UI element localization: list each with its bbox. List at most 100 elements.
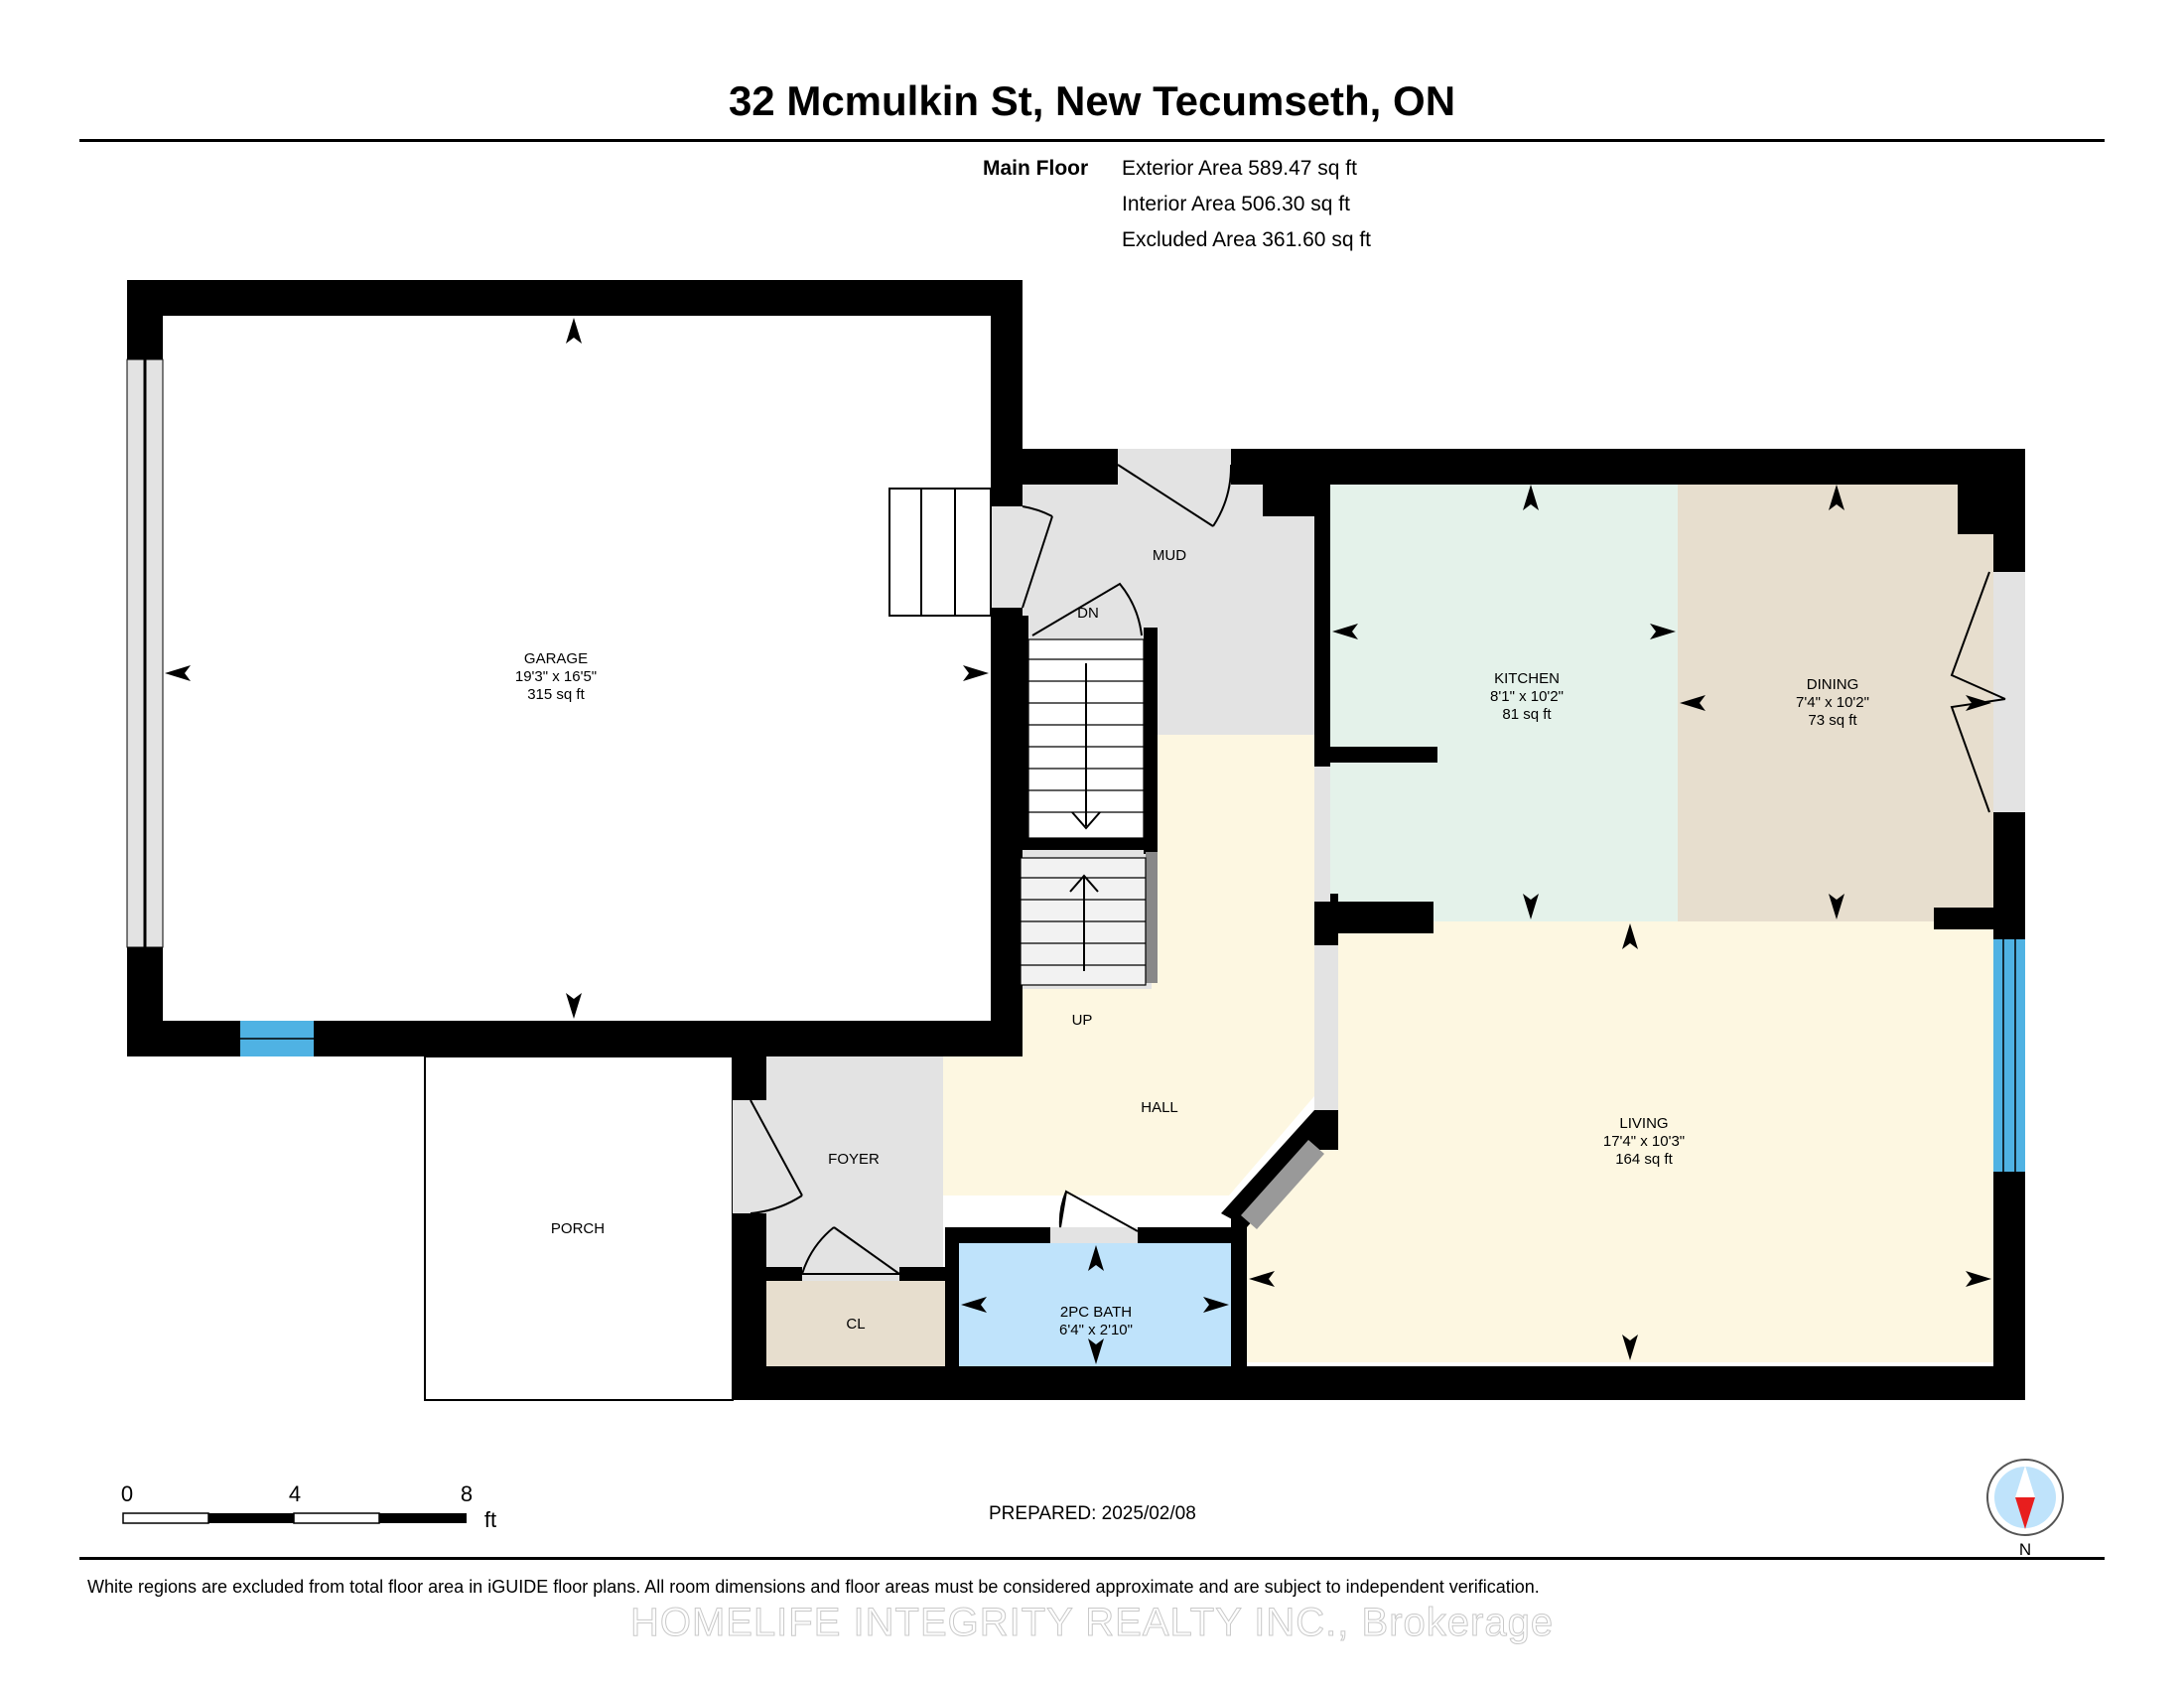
wall-right-mid (1993, 812, 2025, 939)
mud-name: MUD (1153, 547, 1186, 564)
scale-seg-3 (293, 1512, 380, 1524)
compass: N (1986, 1459, 2064, 1559)
bath-arrow-right (1203, 1297, 1229, 1313)
compass-needle-north (2015, 1497, 2035, 1529)
living-area: 164 sq ft (1615, 1151, 1673, 1168)
wall-stairs-mid (1017, 838, 1158, 850)
dining-arrow-right (1966, 695, 1991, 711)
exterior-area: Exterior Area 589.47 sq ft (1122, 157, 1357, 180)
bath-arrow-left (961, 1297, 987, 1313)
hall-angled-opening (1241, 1140, 1324, 1229)
dining-arrow-up (1829, 485, 1844, 510)
foyer-door (750, 1099, 803, 1214)
closet-floor (766, 1281, 945, 1366)
disclaimer: White regions are excluded from total fl… (87, 1577, 1540, 1597)
wall-garage-top (127, 280, 1023, 316)
mud-top-door (1117, 464, 1233, 527)
kitchen-arrow-left (1332, 624, 1358, 639)
kitchen-floor (1330, 485, 1678, 921)
porch-outline (424, 1055, 734, 1401)
wall-bath-left (945, 1227, 959, 1366)
garage-steps-outline (888, 488, 992, 617)
wall-mud-top (1023, 449, 1118, 485)
wall-closet-top-left (766, 1267, 802, 1281)
stairs-down-label: DN (1077, 605, 1099, 622)
dining-right-door-opening (1993, 572, 2025, 812)
footer-rule (79, 1557, 2105, 1560)
closet-door (801, 1226, 900, 1275)
stair-up-arrowhead (1069, 874, 1099, 893)
foyer-floor (766, 1055, 943, 1273)
wall-garage-right (991, 280, 1023, 506)
garage-arrow-up (566, 318, 582, 344)
scale-tick-0: 0 (121, 1481, 133, 1506)
compass-label: N (2019, 1540, 2031, 1559)
bath-arrow-down (1088, 1338, 1104, 1364)
scale-seg-1 (122, 1512, 209, 1524)
excluded-area: Excluded Area 361.60 sq ft (1122, 228, 1372, 251)
scale-seg-4 (379, 1513, 467, 1523)
room-labels: GARAGE 19'3" x 16'5" 315 sq ft MUD DN UP… (515, 547, 1869, 1338)
scale-unit: ft (484, 1507, 496, 1532)
living-floor (1247, 921, 1993, 1362)
hall-floor (943, 735, 1314, 1196)
bath-arrow-up (1088, 1245, 1104, 1271)
living-arrow-down (1622, 1335, 1638, 1360)
kitchen-arrow-down (1523, 894, 1539, 919)
wall-living-top-left-post (1314, 894, 1338, 945)
wall-bottom (733, 1366, 2025, 1400)
wall-bath-top-right (1138, 1227, 1247, 1243)
wall-kitchen-counter (1314, 747, 1437, 763)
mud-top-door-opening (1118, 449, 1231, 485)
dining-floor (1678, 485, 1993, 921)
living-arrow-right (1966, 1271, 1991, 1287)
wall-right-top (1993, 449, 2025, 572)
dining-arrow-down (1829, 894, 1844, 919)
stairs (1020, 638, 1147, 986)
garage-arrow-right (963, 665, 989, 681)
living-arrow-up (1622, 923, 1638, 949)
wall-bath-right (1231, 1215, 1247, 1366)
stairs-up-label: UP (1072, 1012, 1093, 1029)
porch-name: PORCH (551, 1220, 605, 1237)
wall-living-top-right (1934, 908, 1993, 929)
dining-right-door-top (1950, 571, 2006, 700)
garage-name: GARAGE (524, 650, 588, 667)
foyer-name: FOYER (828, 1151, 880, 1168)
wall-dining-notch (1958, 449, 1993, 534)
scale-bar: 0 4 8 ft (121, 1481, 496, 1532)
wall-stairs-right (1144, 628, 1158, 854)
dining-right-door-bottom (1950, 698, 2006, 813)
living-right-window (1993, 939, 2025, 1172)
kitchen-arrow-right (1650, 624, 1676, 639)
wall-foyer-left-bottom (733, 1213, 766, 1400)
living-dims: 17'4" x 10'3" (1603, 1133, 1685, 1150)
windows (126, 358, 2025, 1281)
kitchen-name: KITCHEN (1494, 670, 1560, 687)
page-title: 32 Mcmulkin St, New Tecumseth, ON (728, 77, 1456, 124)
garage-dims: 19'3" x 16'5" (515, 668, 597, 685)
watermark: HOMELIFE INTEGRITY REALTY INC., Brokerag… (629, 1601, 1555, 1645)
hall-name: HALL (1141, 1099, 1178, 1116)
bath-door-opening (1050, 1227, 1138, 1243)
kitchen-dims: 8'1" x 10'2" (1490, 688, 1564, 705)
garage-floor (163, 316, 991, 1021)
wall-foyer-left-top (733, 1055, 766, 1100)
hall-living-opening (1314, 945, 1338, 1110)
doors (750, 464, 2006, 1275)
wall-garage-left-top (127, 280, 163, 359)
bath-name: 2PC BATH (1060, 1304, 1132, 1321)
dining-name: DINING (1807, 676, 1859, 693)
scale-tick-8: 8 (461, 1481, 473, 1506)
garage-arrow-down (566, 993, 582, 1019)
prepared-date: PREPARED: 2025/02/08 (989, 1503, 1196, 1524)
scale-seg-2 (208, 1513, 294, 1523)
garage-area: 315 sq ft (527, 686, 585, 703)
dining-dims: 7'4" x 10'2" (1796, 694, 1869, 711)
kitchen-arrow-up (1523, 485, 1539, 510)
header-rule (79, 139, 2105, 142)
wall-stairs-rail (1146, 852, 1158, 983)
floor-name: Main Floor (983, 157, 1089, 180)
wall-kitchen-left (1314, 485, 1330, 767)
